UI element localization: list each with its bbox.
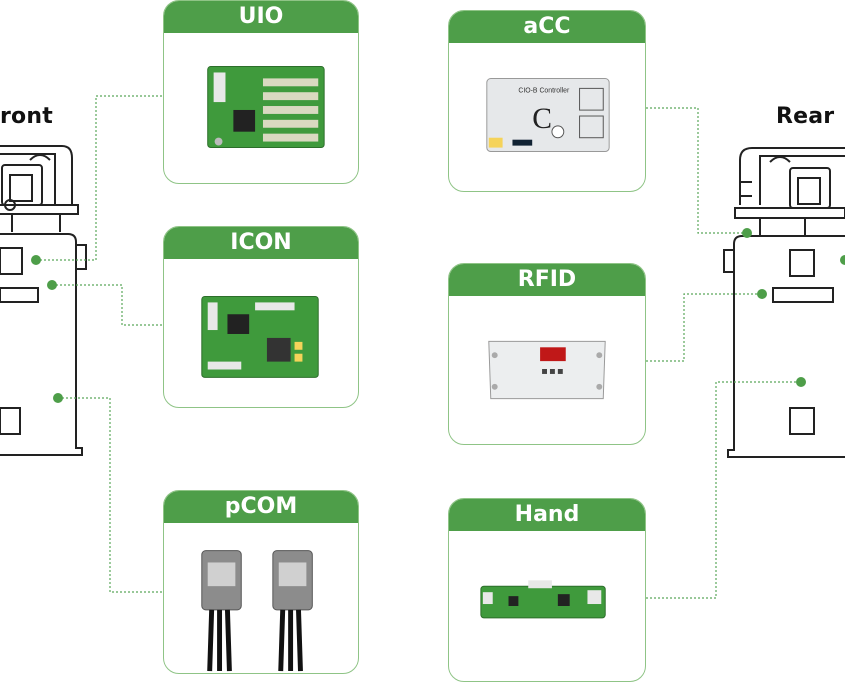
dot-acc	[742, 228, 752, 238]
dot-hand	[796, 377, 806, 387]
module-card-rfid: RFID	[448, 263, 646, 445]
front-label: ront	[0, 104, 53, 129]
connector-cable-icon	[164, 523, 358, 673]
module-card-icon: ICON	[163, 226, 359, 408]
controller-box-icon: CIO-B Controller C	[449, 43, 645, 191]
module-card-hand: Hand	[448, 498, 646, 682]
link-uio	[36, 95, 163, 261]
acc-heading: CIO-B Controller	[518, 87, 570, 94]
module-card-uio: UIO	[163, 0, 359, 184]
module-title: aCC	[449, 11, 645, 43]
module-card-pcom: pCOM	[163, 490, 359, 674]
pcb-board-icon	[164, 33, 358, 183]
module-title: RFID	[449, 264, 645, 296]
module-title: UIO	[164, 1, 358, 33]
link-pcom	[58, 397, 163, 593]
rfid-reader-icon	[449, 296, 645, 444]
link-rfid	[646, 293, 762, 362]
module-card-acc: aCC CIO-B Controller C	[448, 10, 646, 192]
link-acc	[646, 107, 747, 234]
link-icon	[52, 284, 163, 326]
dot-icon	[47, 280, 57, 290]
module-title: pCOM	[164, 491, 358, 523]
rear-label: Rear	[776, 104, 835, 129]
dot-pcom	[53, 393, 63, 403]
module-title: ICON	[164, 227, 358, 259]
dot-uio	[31, 255, 41, 265]
dot-rfid	[757, 289, 767, 299]
link-hand	[646, 381, 801, 599]
dot-rear-extra	[840, 255, 845, 265]
module-title: Hand	[449, 499, 645, 531]
rear-machine	[723, 147, 845, 458]
front-machine	[0, 145, 87, 456]
pcb-board-icon	[449, 531, 645, 681]
acc-letter: C	[532, 103, 552, 135]
pcb-board-icon	[164, 259, 358, 407]
